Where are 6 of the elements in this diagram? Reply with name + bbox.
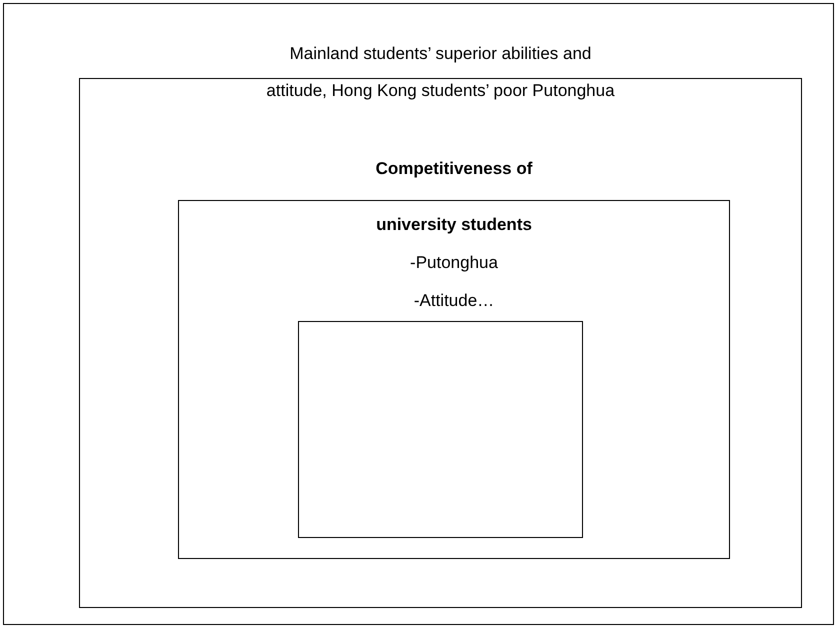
outline-box xyxy=(3,3,834,625)
list-item: -Putonghua xyxy=(409,252,499,274)
list-item: -Attitude… xyxy=(412,290,496,312)
box-heading: Competitiveness of university students xyxy=(374,158,534,236)
box-heading: Mainland students’ superior abilities and attitude, Hong Kong students’ poor Putonghua xyxy=(265,43,616,102)
outline-box xyxy=(298,321,583,538)
